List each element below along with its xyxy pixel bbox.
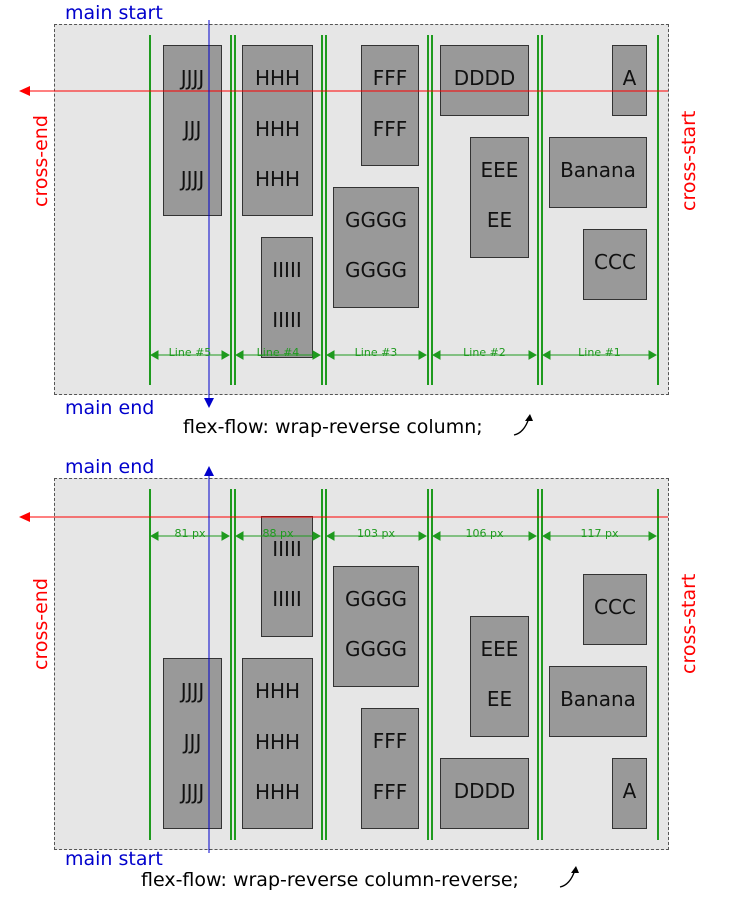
item-text: GGGG [345, 637, 407, 661]
line-label: 88 px [262, 527, 294, 540]
item-text: EE [486, 208, 513, 232]
axis-arrows [19, 20, 668, 436]
line-separator [325, 35, 327, 385]
line-label: Line #3 [354, 346, 398, 359]
item-text: JJJJ [180, 780, 205, 804]
line-separator [234, 35, 236, 385]
line-label: 81 px [174, 527, 206, 540]
line-separator [537, 35, 539, 385]
item-text: GGGG [345, 208, 407, 232]
item-text: HHH [254, 679, 301, 703]
item-text: JJJJ [180, 167, 205, 191]
line-separator [321, 35, 323, 385]
flex-item-j [163, 658, 222, 829]
line-separator [657, 489, 659, 840]
line-separator [541, 35, 543, 385]
line-separator [149, 489, 151, 840]
flex-item-i [261, 237, 313, 358]
cross-end-label: cross-end [30, 115, 52, 207]
cross-start-label: cross-start [678, 110, 700, 211]
item-text: HHH [254, 167, 301, 191]
line-separator [427, 489, 429, 840]
item-text: JJJ [183, 730, 202, 754]
flex-item-e [470, 616, 529, 737]
item-text: EEE [480, 637, 519, 661]
flex-item-h [242, 45, 313, 216]
item-text: EEE [480, 158, 519, 182]
item-text: HHH [254, 66, 301, 90]
flex-item-e [470, 137, 529, 258]
flex-item-j [163, 45, 222, 216]
cross-start-label: cross-start [678, 573, 700, 674]
flex-item-g [333, 566, 419, 687]
caption: flex-flow: wrap-reverse column-reverse; [141, 869, 519, 891]
line-separator [537, 489, 539, 840]
line-label: Line #5 [168, 346, 212, 359]
item-text: IIIII [272, 258, 302, 282]
line-label: Line #1 [578, 346, 621, 359]
line-label: Line #4 [256, 346, 300, 359]
item-text: HHH [254, 730, 301, 754]
flex-item-f [361, 45, 419, 166]
item-text: JJJJ [180, 66, 205, 90]
main-end-label: main end [65, 397, 155, 419]
line-label: 103 px [357, 527, 395, 540]
line-separator [427, 35, 429, 385]
item-text: HHH [254, 780, 301, 804]
flex-item-d [440, 45, 529, 116]
line-separator [321, 489, 323, 840]
main-start-label: main start [65, 2, 163, 24]
item-text: Banana [560, 687, 636, 711]
item-text: A [622, 779, 637, 803]
cross-end-label: cross-end [30, 578, 52, 670]
item-text: Banana [560, 158, 636, 182]
line-separator [230, 35, 232, 385]
main-start-label: main start [65, 848, 163, 870]
item-text: EE [486, 687, 513, 711]
line-separator [657, 35, 659, 385]
line-separator [541, 489, 543, 840]
flex-item-h [242, 658, 313, 829]
item-text: IIIII [272, 587, 302, 611]
line-separator [149, 35, 151, 385]
line-separator [431, 35, 433, 385]
flex-item-c [583, 229, 647, 300]
item-text: JJJJ [180, 679, 205, 703]
item-text: IIIII [272, 537, 302, 561]
line-separator [234, 489, 236, 840]
item-text: CCC [594, 250, 636, 274]
diagram-wrap-reverse-column: JJJJ JJJ JJJJ HHH HHH HHH IIIII IIIII FF… [0, 0, 730, 452]
item-text: FFF [372, 66, 408, 90]
item-text: JJJ [183, 117, 202, 141]
flex-item-a [612, 45, 647, 116]
flex-item-f [361, 708, 419, 829]
item-text: FFF [372, 780, 408, 804]
line-label: 117 px [580, 527, 619, 540]
item-text: DDDD [453, 779, 516, 803]
line-separator [431, 489, 433, 840]
line-separator [325, 489, 327, 840]
main-end-label: main end [65, 456, 155, 478]
line-label: Line #2 [463, 346, 506, 359]
item-text: HHH [254, 117, 301, 141]
line-label: 106 px [465, 527, 504, 540]
item-text: A [622, 66, 637, 90]
item-text: IIIII [272, 308, 302, 332]
flex-item-a [612, 758, 647, 829]
item-text: FFF [372, 117, 408, 141]
flex-item-g [333, 187, 419, 308]
item-text: CCC [594, 595, 636, 619]
flex-item-c [583, 574, 647, 645]
flex-item-b [549, 137, 647, 208]
diagram-wrap-reverse-column-reverse: JJJJ JJJ JJJJ IIIII IIIII HHH HHH HHH GG… [0, 453, 730, 905]
axis-arrows [19, 466, 668, 888]
item-text: FFF [372, 729, 408, 753]
item-text: GGGG [345, 587, 407, 611]
flex-item-d [440, 758, 529, 829]
item-text: GGGG [345, 258, 407, 282]
line-separator [230, 489, 232, 840]
flex-item-b [549, 666, 647, 737]
item-text: DDDD [453, 66, 516, 90]
caption: flex-flow: wrap-reverse column; [183, 416, 483, 438]
